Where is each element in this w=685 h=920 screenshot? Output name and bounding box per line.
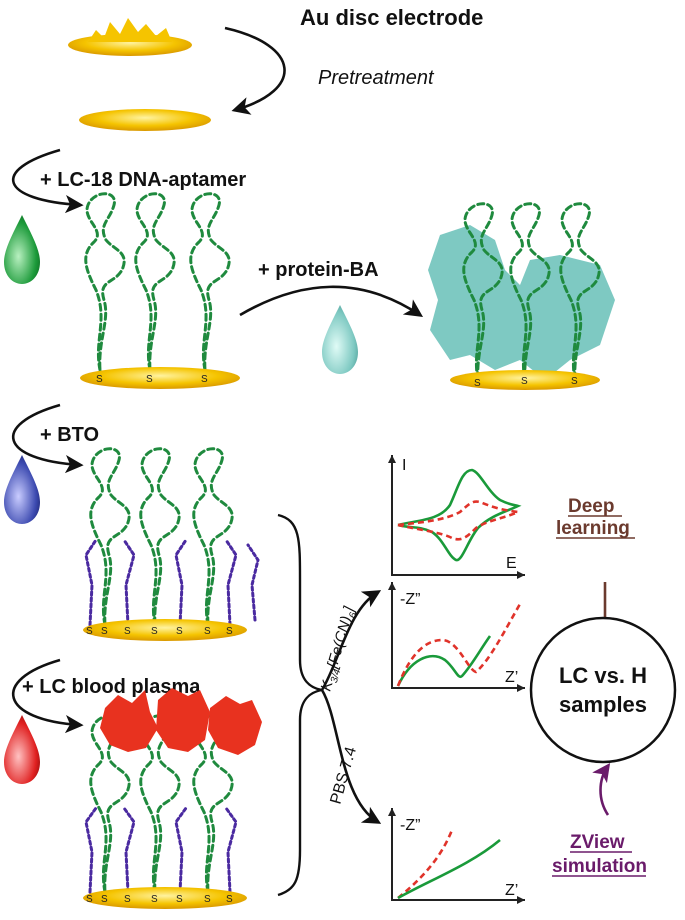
protein-arrow [239, 285, 424, 318]
green-drop-icon [4, 215, 40, 284]
ferri-end: ] [340, 604, 358, 615]
zview-line2: simulation [552, 856, 647, 877]
sulfur-label: S [96, 374, 103, 385]
deep-learning-line2: learning [556, 518, 630, 539]
sulfur-label: S [146, 374, 153, 385]
sulfur-label: S [124, 626, 131, 637]
bto-blocked-electrode: S S S S S S S [83, 447, 260, 641]
sulfur-label: S [474, 378, 481, 389]
ferri-branch-arrow [320, 590, 382, 691]
sulfur-label: S [151, 626, 158, 637]
cv-green-curve [397, 468, 522, 562]
teal-drop-icon [322, 305, 358, 374]
eis-ferri-plot: -Z” Z’ [388, 582, 525, 692]
pretreatment-label: Pretreatment [318, 67, 435, 89]
zview-arrow [592, 763, 611, 816]
eis2-green-curve [397, 839, 501, 900]
sulfur-label: S [226, 894, 233, 905]
sulfur-label: S [176, 894, 183, 905]
sulfur-label: S [571, 376, 578, 387]
clean-electrode [79, 109, 211, 131]
sulfur-label: S [204, 894, 211, 905]
sulfur-label: S [101, 626, 108, 637]
blue-drop-icon [4, 455, 40, 524]
plasma-step-label: + LC blood plasma [22, 676, 201, 698]
sulfur-label: S [124, 894, 131, 905]
sulfur-label: S [151, 894, 158, 905]
eis1-x-label: Z’ [505, 669, 518, 686]
aptamer-arrow [12, 148, 84, 214]
plasma-arrow [11, 658, 84, 734]
red-drop-icon [4, 715, 40, 784]
aptamer-step-label: + LC-18 DNA-aptamer [40, 169, 246, 191]
eis1-green-curve [396, 635, 492, 687]
sulfur-label: S [226, 626, 233, 637]
cv-red-curve [397, 500, 523, 541]
eis2-x-label: Z’ [505, 882, 518, 899]
sulfur-label: S [521, 376, 528, 387]
result-line1: LC vs. H [559, 663, 647, 688]
bto-arrow [11, 403, 84, 474]
eis2-red-curve [397, 829, 454, 900]
sulfur-label: S [86, 894, 93, 905]
zview-line1: ZView [570, 832, 625, 853]
sulfur-label: S [86, 626, 93, 637]
cv-y-label: I [402, 457, 406, 474]
plasma-bound-electrode: S S S S S S S [83, 688, 262, 909]
ferri-sub2: 6 [347, 611, 359, 620]
protein-bound-electrode: S S S [428, 202, 615, 390]
protein-step-label: + protein-BA [258, 259, 379, 281]
deep-learning-line1: Deep [568, 496, 614, 517]
eis1-red-curve [396, 603, 522, 687]
title-au-disc-electrode: Au disc electrode [300, 5, 483, 30]
ferri-label: K3/4[Fe(CN)6] [318, 604, 361, 694]
sulfur-label: S [204, 626, 211, 637]
ferri-sub: 3/4 [329, 667, 344, 684]
sulfur-label: S [176, 626, 183, 637]
eis-pbs-plot: -Z” Z’ [388, 808, 525, 904]
cv-x-label: E [506, 555, 517, 572]
sulfur-label: S [201, 374, 208, 385]
pretreatment-arrow [224, 26, 286, 115]
result-line2: samples [559, 692, 647, 717]
aptamer-layer: S S S [80, 192, 240, 389]
eis2-y-label: -Z” [400, 817, 420, 834]
sulfur-label: S [101, 894, 108, 905]
eis1-y-label: -Z” [400, 591, 420, 608]
rough-electrode [68, 18, 192, 56]
measurement-brace [277, 513, 323, 897]
pbs-branch-arrow [320, 689, 382, 824]
result-circle [529, 616, 677, 764]
cv-plot: I E [388, 455, 525, 579]
ferri-mid: [Fe(CN) [324, 614, 355, 671]
bto-step-label: + BTO [40, 424, 99, 446]
